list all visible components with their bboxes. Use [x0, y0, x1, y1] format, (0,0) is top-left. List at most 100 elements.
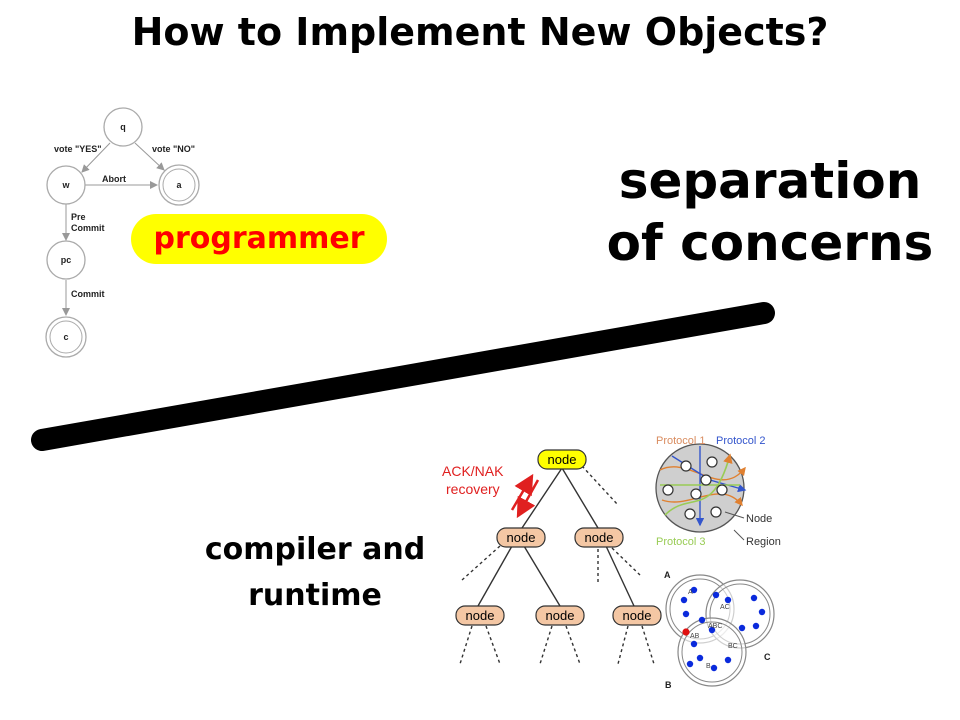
venn-dot — [682, 610, 690, 618]
venn-outer-label-a: A — [664, 570, 671, 580]
venn-dot — [686, 660, 694, 668]
tree-edge-dashed — [459, 625, 473, 665]
state-a-label: a — [176, 180, 182, 190]
tree-edge — [477, 545, 513, 607]
state-w-label: w — [61, 180, 70, 190]
protocol-node — [684, 508, 696, 520]
protocol-1-path — [661, 493, 743, 507]
commit-state-machine: q w a pc c vote "YES" vote "NO" Abort Pr… — [45, 107, 200, 358]
protocol-node — [710, 506, 722, 518]
tree-edge-dashed — [611, 547, 641, 576]
ack-arrow-up — [510, 473, 534, 511]
compiler-runtime-text: compiler and runtime — [185, 527, 445, 619]
venn-dot — [680, 596, 688, 604]
venn-dot — [708, 626, 716, 634]
tree-node — [455, 605, 505, 626]
edge-label-commit-2: Commit — [71, 289, 105, 299]
separation-line-2: of concerns — [606, 214, 934, 272]
venn-dot — [696, 654, 704, 662]
tree-edge — [523, 545, 561, 607]
node-legend-label: Node — [746, 513, 772, 525]
venn-region-bc: BC — [728, 643, 738, 650]
tree-edge — [561, 467, 599, 529]
venn-region-a: A — [688, 589, 693, 596]
tree-edge-dashed — [565, 625, 581, 665]
tree-node — [574, 527, 624, 548]
venn-region-abc: ABC — [708, 623, 722, 630]
tree-node-label: node — [585, 530, 614, 545]
edge-label-pre: Pre — [71, 212, 86, 222]
edge-label-vote-no: vote "NO" — [152, 144, 195, 154]
compiler-line-2: runtime — [248, 578, 382, 613]
protocol-1-label: Protocol 1 — [656, 435, 706, 447]
venn-region-ab: AB — [690, 633, 700, 640]
tree-edge-dashed — [461, 545, 501, 581]
venn-dot — [758, 608, 766, 616]
protocol-region-diagram: Protocol 1 Protocol 2 Protocol 3 Node Re… — [655, 435, 781, 548]
state-w — [46, 165, 86, 205]
tree-edge-dashed — [617, 625, 629, 665]
venn-dot — [752, 622, 760, 630]
venn-dot — [738, 624, 746, 632]
venn-circle-b-inner — [681, 621, 743, 683]
tree-edge-dashed — [485, 625, 501, 665]
venn-dot — [724, 596, 732, 604]
nak-arrow-down — [516, 479, 540, 519]
node-tree: node node node node node node ACK/NAK re… — [442, 449, 662, 665]
state-q — [103, 107, 143, 147]
tree-edge — [605, 545, 635, 607]
state-c-label: c — [63, 332, 68, 342]
region-leader-line — [733, 529, 745, 541]
protocol-3-label: Protocol 3 — [656, 536, 706, 548]
tree-node-label: node — [546, 608, 575, 623]
state-a-accept-ring — [162, 168, 196, 202]
recovery-label-2: recovery — [446, 481, 500, 497]
venn-dot — [690, 586, 698, 594]
separation-of-concerns-text: separation of concerns — [600, 150, 940, 274]
state-a — [158, 164, 200, 206]
tree-root-label: node — [548, 452, 577, 467]
tree-node — [612, 605, 662, 626]
venn-dot — [750, 594, 758, 602]
node-leader-line — [724, 511, 745, 519]
tree-node-label: node — [623, 608, 652, 623]
protocol-2-label: Protocol 2 — [716, 435, 766, 447]
venn-outer-label-c: C — [764, 652, 771, 662]
state-c-accept-ring — [49, 320, 83, 354]
recovery-label-1: ACK/NAK — [442, 463, 504, 479]
compiler-line-1: compiler and — [204, 532, 426, 567]
separation-line-1: separation — [618, 152, 922, 210]
venn-dots — [680, 586, 766, 672]
tree-root-node — [537, 449, 587, 470]
venn-region-ac: AC — [720, 604, 730, 611]
state-c — [45, 316, 87, 358]
tree-node-label: node — [466, 608, 495, 623]
venn-dot — [710, 664, 718, 672]
tree-edge-dashed — [581, 465, 619, 506]
protocol-node — [690, 488, 702, 500]
protocol-node — [680, 460, 692, 472]
state-q-label: q — [120, 122, 126, 132]
programmer-badge: programmer — [131, 214, 387, 264]
edge-label-abort: Abort — [102, 174, 126, 184]
venn-dot — [712, 591, 720, 599]
divider-line — [31, 302, 775, 451]
venn-circle-b-outer — [677, 617, 747, 687]
venn-diagram: A B C A AC ABC AB BC B — [664, 570, 775, 690]
venn-outer-label-b: B — [665, 680, 672, 690]
tree-node-label: node — [507, 530, 536, 545]
state-pc — [46, 240, 86, 280]
tree-node — [535, 605, 585, 626]
venn-dot — [724, 656, 732, 664]
tree-edge-dashed — [641, 625, 655, 665]
protocol-3-path — [664, 453, 733, 516]
protocol-node — [700, 474, 712, 486]
protocol-node — [716, 484, 728, 496]
edge-label-commit-1: Commit — [71, 223, 105, 233]
state-pc-label: pc — [61, 255, 72, 265]
protocol-node — [706, 456, 718, 468]
edge-q-w — [81, 142, 111, 173]
venn-dot — [690, 640, 698, 648]
venn-dot — [698, 616, 706, 624]
